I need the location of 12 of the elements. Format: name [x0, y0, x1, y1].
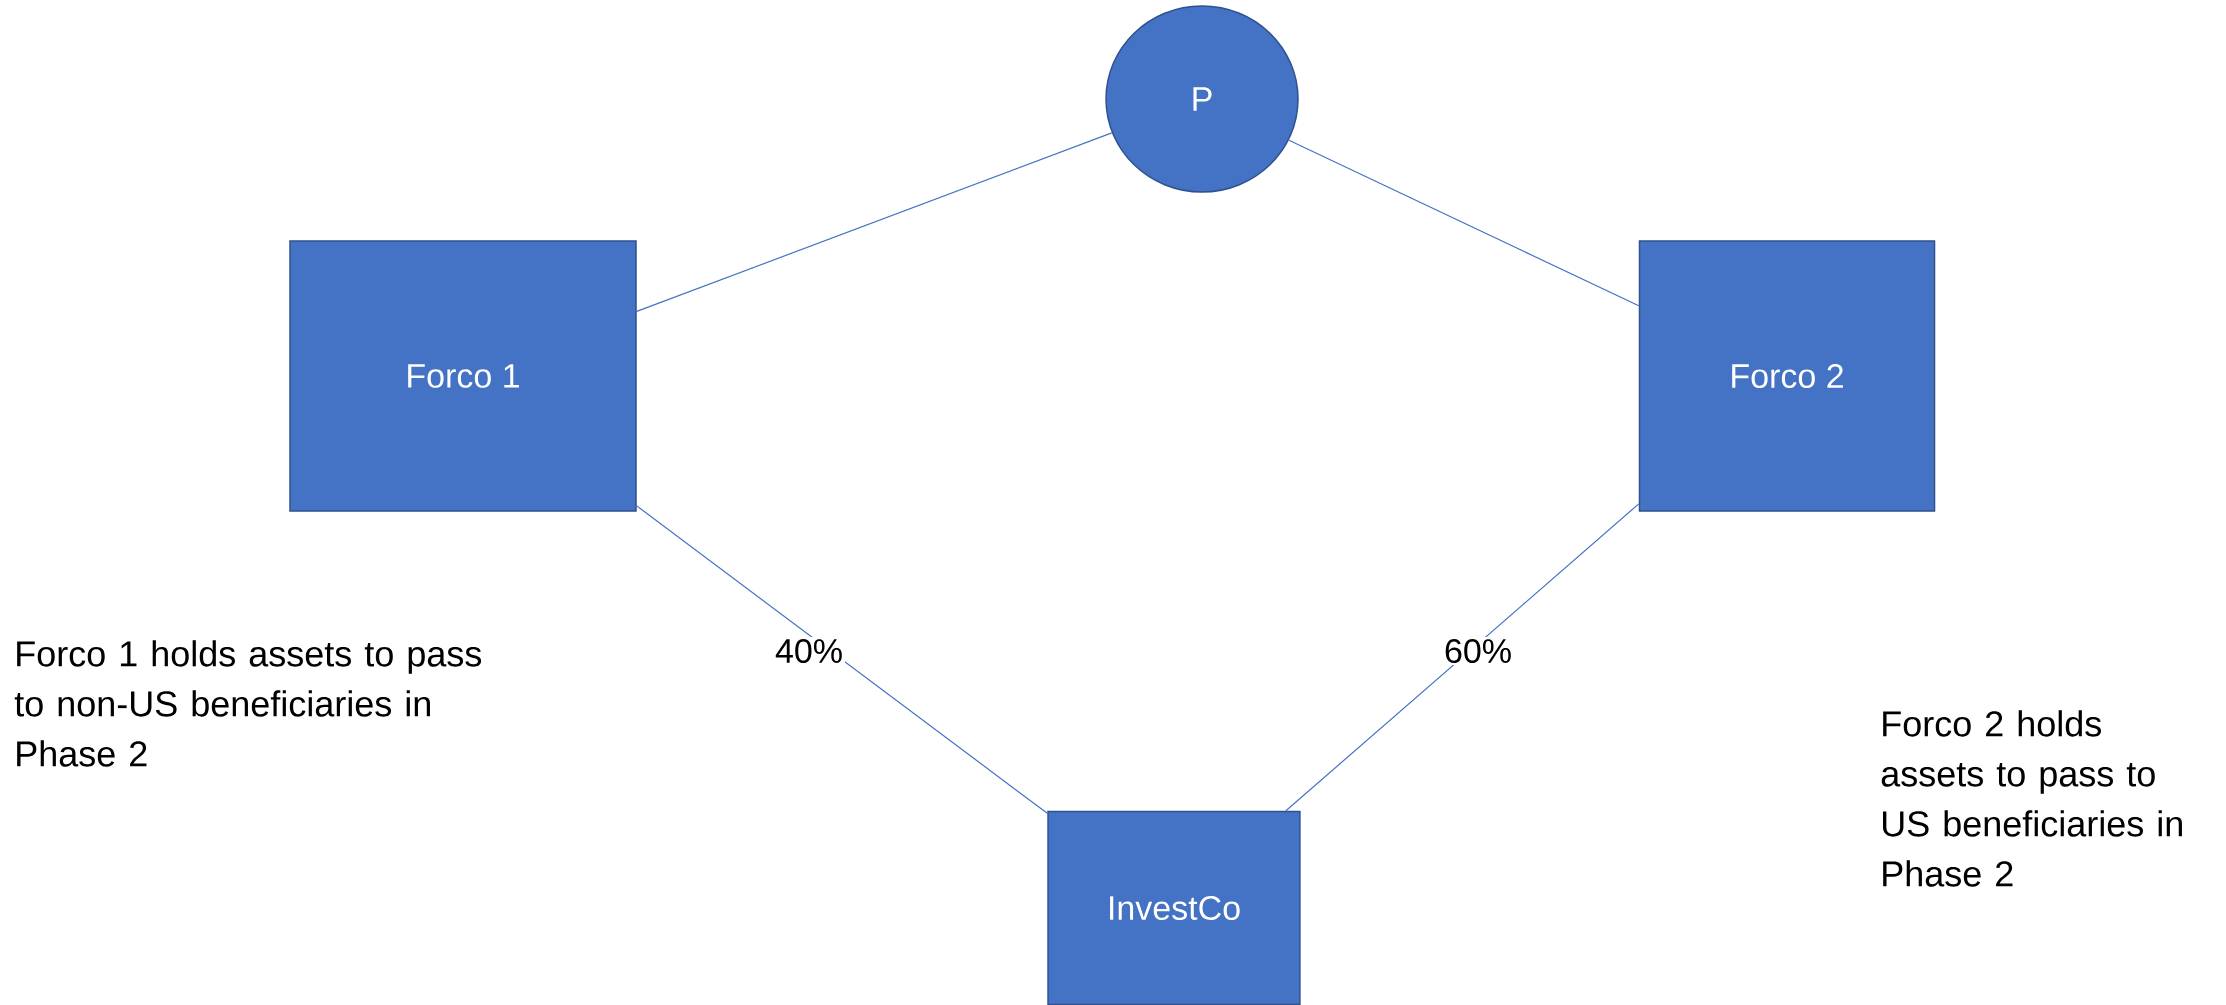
entity-box: Forco 1 — [289, 240, 637, 512]
edge-label: 60% — [1442, 636, 1515, 666]
connector-line — [1288, 139, 1640, 307]
connector-line — [636, 505, 1048, 814]
entity-box: Forco 2 — [1638, 240, 1936, 512]
connector-line — [1285, 503, 1640, 812]
edge-label: 40% — [773, 636, 846, 666]
note-text: Forco 1 holds assets to pass to non-US beneficiaries in Phase 2 — [14, 640, 482, 767]
note-text: Forco 2 holds assets to pass to US beneficiaries in Phase 2 — [1881, 710, 2182, 887]
entity-box: InvestCo — [1047, 810, 1301, 1005]
circle-node: P — [1105, 5, 1299, 193]
connector-line — [636, 132, 1113, 312]
